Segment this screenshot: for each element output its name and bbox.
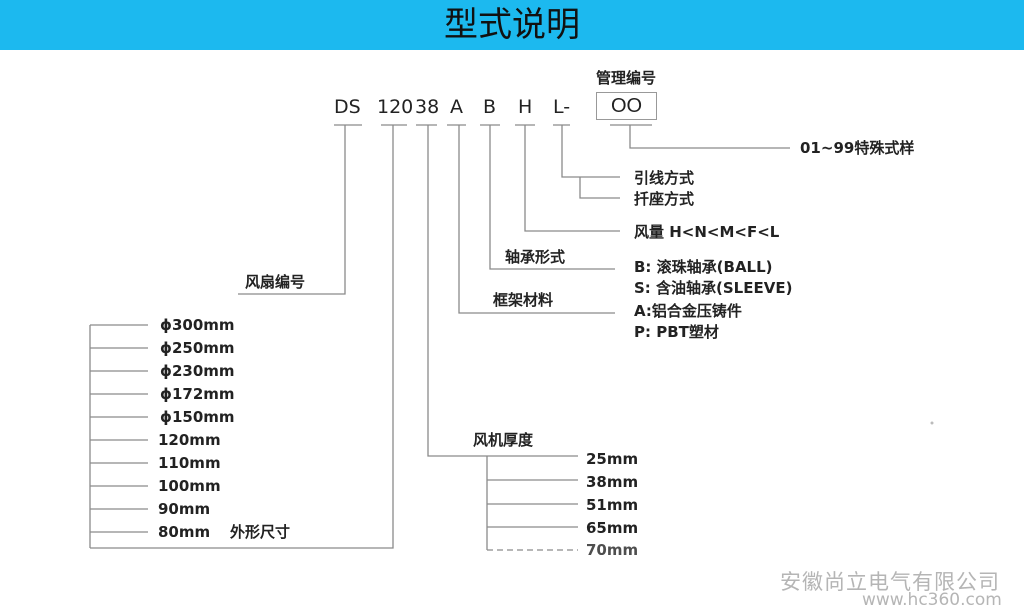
- size-option: 100mm: [158, 477, 221, 495]
- code-series: DS: [334, 96, 361, 118]
- special-label: 01~99特殊式样: [800, 139, 915, 157]
- frame-option-aluminum: A:铝合金压铸件: [634, 302, 742, 320]
- thickness-option: 65mm: [586, 519, 639, 537]
- thickness-option: 70mm: [586, 541, 639, 559]
- code-airflow: H: [518, 96, 533, 118]
- frame-material-label: 框架材料: [493, 291, 554, 309]
- bearing-option-sleeve: S: 含油轴承(SLEEVE): [634, 279, 793, 297]
- code-thickness: 38: [415, 96, 440, 118]
- airflow-label: 风量 H<N<M<F<L: [634, 223, 780, 241]
- thickness-option: 51mm: [586, 496, 639, 514]
- page-title: 型式说明: [444, 5, 580, 45]
- size-option: ϕ230mm: [160, 362, 235, 380]
- lead-mode-label: 引线方式: [634, 169, 695, 187]
- thickness-label: 风机厚度: [473, 431, 534, 449]
- thickness-option: 25mm: [586, 450, 639, 468]
- fan-number-label: 风扇编号: [245, 273, 306, 291]
- size-option: 110mm: [158, 454, 221, 472]
- size-option: 120mm: [158, 431, 221, 449]
- size-option: ϕ172mm: [160, 385, 235, 403]
- bearing-type-label: 轴承形式: [505, 248, 566, 266]
- management-code-box: OO: [596, 92, 657, 120]
- code-lead: L-: [553, 96, 571, 118]
- bearing-option-ball: B: 滚珠轴承(BALL): [634, 258, 773, 276]
- size-option: ϕ150mm: [160, 408, 235, 426]
- size-label: 外形尺寸: [230, 523, 291, 541]
- management-label: 管理编号: [596, 69, 657, 87]
- stray-dot: [930, 421, 934, 425]
- code-size: 120: [377, 96, 414, 118]
- header-bar: [0, 0, 1024, 50]
- size-option: ϕ250mm: [160, 339, 235, 357]
- code-frame: A: [450, 96, 463, 118]
- code-bearing: B: [483, 96, 497, 118]
- watermark-company: 安徽尚立电气有限公司: [780, 570, 1000, 594]
- socket-mode-label: 扦座方式: [634, 190, 695, 208]
- size-option: 80mm: [158, 523, 211, 541]
- size-option: 90mm: [158, 500, 211, 518]
- size-option: ϕ300mm: [160, 316, 235, 334]
- thickness-option: 38mm: [586, 473, 639, 491]
- watermark-site: www.hc360.com: [862, 590, 1002, 610]
- frame-option-pbt: P: PBT塑材: [634, 323, 719, 341]
